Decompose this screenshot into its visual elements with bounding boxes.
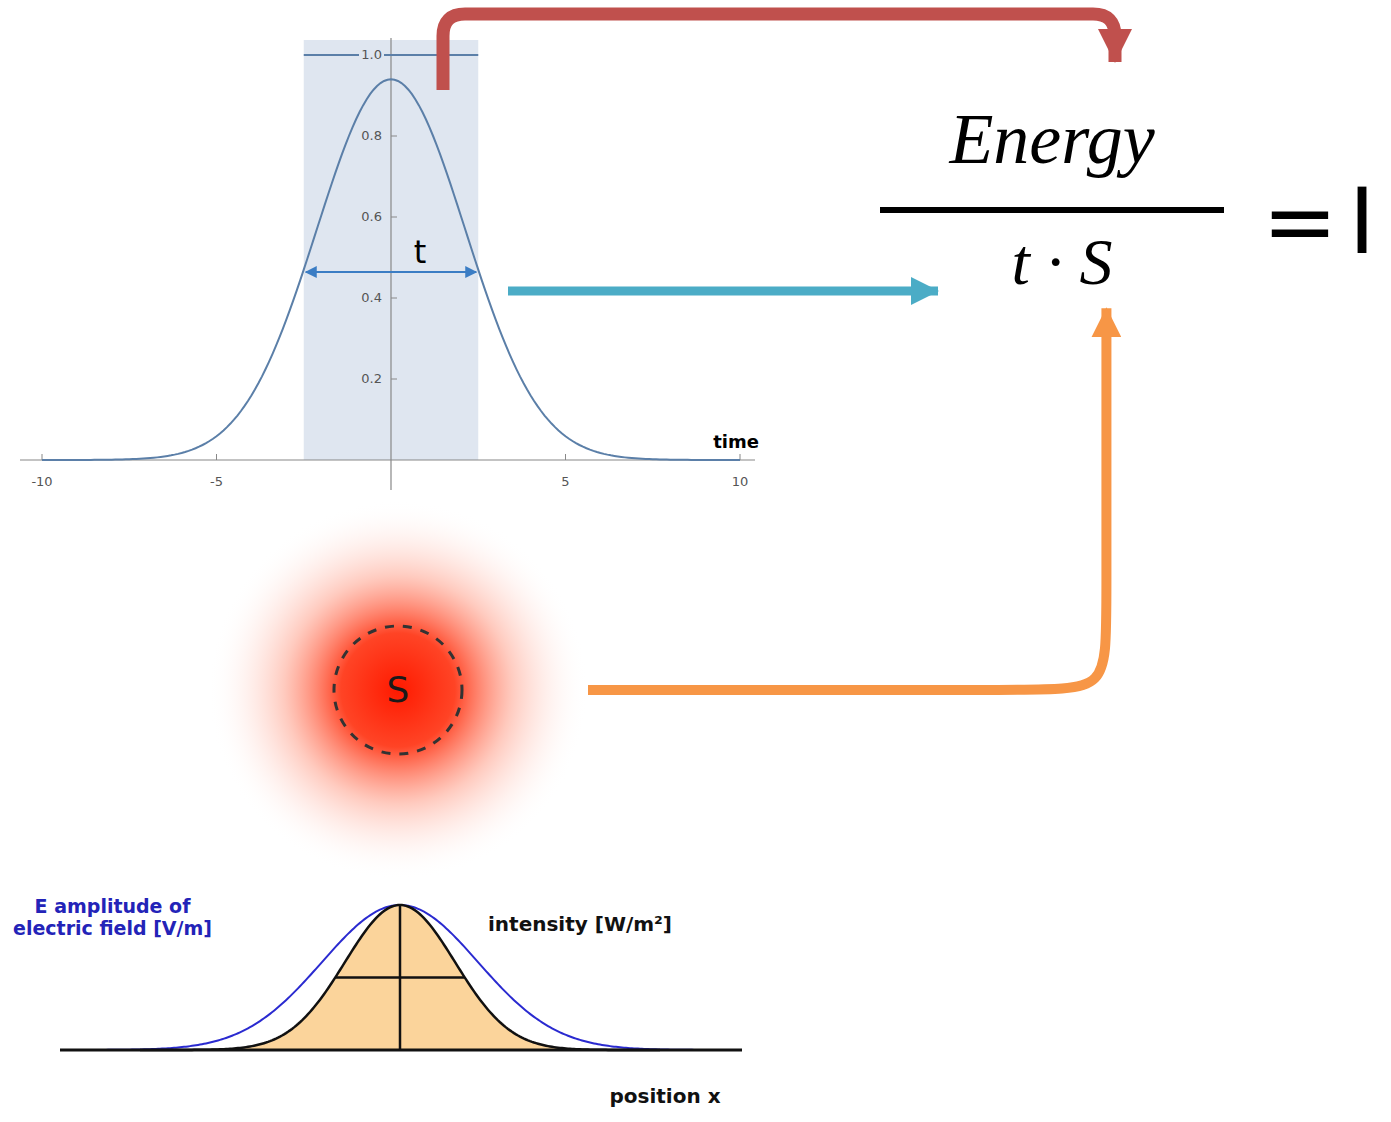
beam-spot: S <box>208 500 588 880</box>
spot-label: S <box>381 668 416 712</box>
tick-label: 5 <box>559 475 571 490</box>
tick-label: 0.2 <box>359 372 384 387</box>
y-tick <box>391 217 397 218</box>
curve-label: E amplitude of electric field [V/m] <box>3 896 222 940</box>
tick-label: 0.8 <box>359 129 384 144</box>
tick-label: 1.0 <box>359 48 384 63</box>
half-max-line <box>335 976 465 979</box>
energy-arrow <box>443 14 1115 90</box>
tick-label: 0.6 <box>359 210 384 225</box>
curve-label: intensity [W/m²] <box>486 913 674 936</box>
formula-numerator: Energy <box>943 98 1160 181</box>
spot-boundary <box>334 626 462 754</box>
equals-sign: = <box>1260 170 1339 274</box>
formula-denominator: t · S <box>1006 224 1119 301</box>
x-tick <box>565 454 566 460</box>
y-tick <box>391 136 397 137</box>
formula-term: t · S <box>1006 224 1119 301</box>
spot-glow <box>208 500 588 880</box>
peak-level-line <box>304 54 479 56</box>
duration-arrow <box>508 287 938 296</box>
formula-term: Energy <box>943 98 1160 181</box>
intensity-symbol: I <box>1347 170 1378 274</box>
axis-title: position x <box>607 1085 722 1108</box>
tick-label: -10 <box>29 475 54 490</box>
y-tick <box>391 379 397 380</box>
fraction-bar <box>880 207 1224 213</box>
axis-title: time <box>711 432 761 453</box>
y-axis <box>390 38 391 490</box>
pulse-curve <box>42 79 740 460</box>
fwhm-arrow <box>306 271 477 273</box>
position-axis <box>60 1049 742 1052</box>
tick-label: 10 <box>730 475 751 490</box>
beam-arrow <box>588 308 1106 690</box>
x-tick <box>216 454 217 460</box>
tick-label: -5 <box>208 475 225 490</box>
tick-label: 0.4 <box>359 291 384 306</box>
y-tick <box>391 298 397 299</box>
duration-symbol: t <box>412 234 429 271</box>
